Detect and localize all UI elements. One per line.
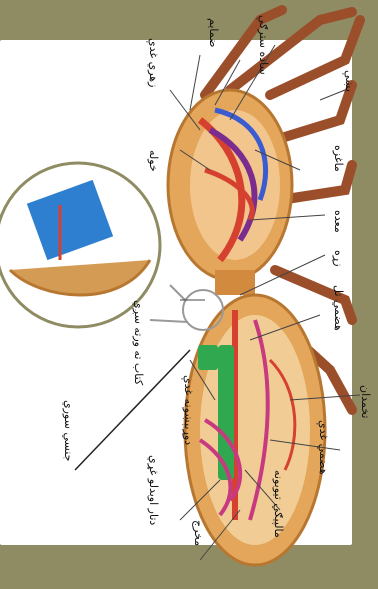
label-simple-eyes: ساده سترګې — [257, 15, 270, 75]
label-mouth: خوله — [147, 150, 160, 172]
label-genital-opening: جنسي سوري — [62, 400, 75, 461]
label-anus: مخرج — [192, 520, 205, 546]
label-legs: پښې — [343, 70, 356, 92]
label-stomach: معده — [332, 210, 345, 233]
abdomen — [185, 295, 325, 565]
label-venom-glands: زهري غدې — [147, 38, 160, 87]
label-spinning-organs: دتار اوبدلو غړي — [147, 455, 160, 525]
label-appendages: ضمايم — [207, 18, 220, 47]
label-spinneret-glands: دوړبېښونه غدې — [182, 375, 195, 445]
label-malpighian-tubules: مالپيګي تيوبونه — [272, 470, 285, 538]
label-ovary: تخمدان — [359, 385, 372, 418]
label-brain: ماغزه — [332, 145, 345, 172]
label-heart: زړه — [332, 250, 345, 267]
label-book-lung: کتاب ته ورته سږي — [132, 300, 145, 385]
label-digestive-tube: هضمي تل — [332, 285, 345, 331]
cephalothorax — [168, 90, 292, 280]
label-digestive-glands: هضمي غدې — [317, 420, 330, 475]
